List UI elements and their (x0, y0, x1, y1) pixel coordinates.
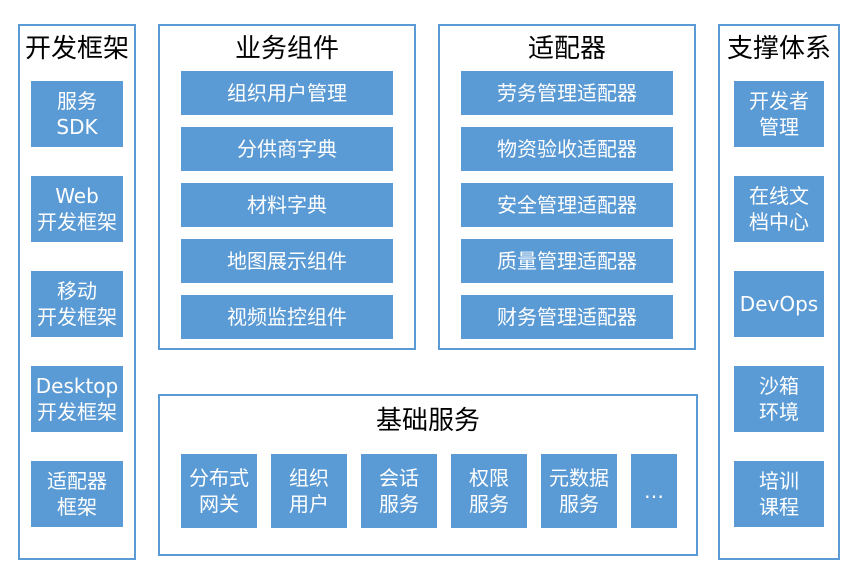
mobile-framework-box: 移动 开发框架 (31, 271, 123, 337)
more-services-box: … (631, 454, 677, 528)
doc-center-box: 在线文 档中心 (734, 176, 824, 242)
training-box: 培训 课程 (734, 461, 824, 527)
org-user-mgmt-box: 组织用户管理 (181, 71, 393, 115)
support-system-title: 支撑体系 (726, 34, 831, 64)
business-components-panel: 业务组件 组织用户管理 分供商字典 材料字典 地图展示组件 视频监控组件 (158, 24, 416, 350)
video-monitor-box: 视频监控组件 (181, 295, 393, 339)
map-display-box: 地图展示组件 (181, 239, 393, 283)
material-dict-box: 材料字典 (181, 183, 393, 227)
supplier-dict-box: 分供商字典 (181, 127, 393, 171)
support-system-panel: 支撑体系 开发者 管理 在线文 档中心 DevOps 沙箱 环境 培训 课程 (718, 24, 840, 560)
finance-adapter-box: 财务管理适配器 (461, 295, 673, 339)
dev-framework-title: 开发框架 (24, 34, 129, 64)
base-services-title: 基础服务 (375, 406, 480, 436)
web-framework-box: Web 开发框架 (31, 176, 123, 242)
labor-adapter-box: 劳务管理适配器 (461, 71, 673, 115)
adapters-title: 适配器 (527, 34, 606, 64)
business-components-title: 业务组件 (234, 34, 339, 64)
material-accept-adapter-box: 物资验收适配器 (461, 127, 673, 171)
quality-adapter-box: 质量管理适配器 (461, 239, 673, 283)
service-sdk-box: 服务 SDK (31, 81, 123, 147)
devops-box: DevOps (734, 271, 824, 337)
adapters-panel: 适配器 劳务管理适配器 物资验收适配器 安全管理适配器 质量管理适配器 财务管理… (438, 24, 696, 350)
adapter-framework-box: 适配器 框架 (31, 461, 123, 527)
safety-adapter-box: 安全管理适配器 (461, 183, 673, 227)
session-service-box: 会话 服务 (361, 454, 437, 528)
sandbox-box: 沙箱 环境 (734, 366, 824, 432)
org-user-box: 组织 用户 (271, 454, 347, 528)
developer-mgmt-box: 开发者 管理 (734, 81, 824, 147)
gateway-box: 分布式 网关 (181, 454, 257, 528)
base-services-panel: 基础服务 分布式 网关 组织 用户 会话 服务 权限 服务 元数据 服务 … (158, 394, 698, 556)
desktop-framework-box: Desktop 开发框架 (31, 366, 123, 432)
dev-framework-panel: 开发框架 服务 SDK Web 开发框架 移动 开发框架 Desktop 开发框… (18, 24, 136, 560)
metadata-service-box: 元数据 服务 (541, 454, 617, 528)
permission-service-box: 权限 服务 (451, 454, 527, 528)
